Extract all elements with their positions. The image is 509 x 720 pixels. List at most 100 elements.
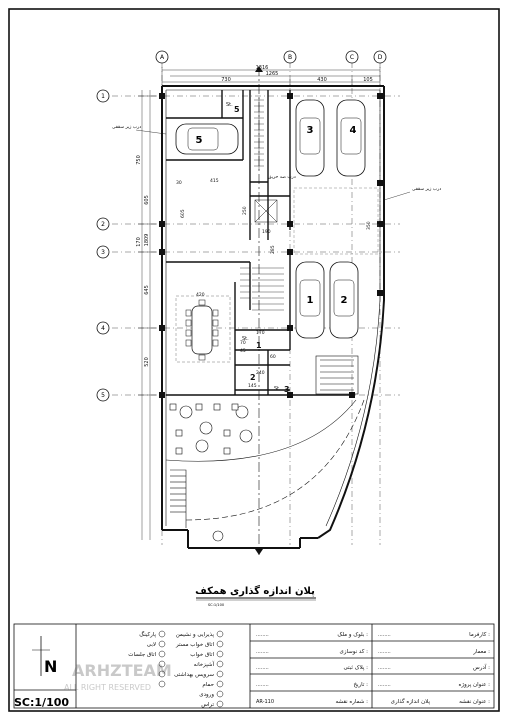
sheet-name: پلان اندازه گذاری — [391, 698, 431, 705]
drawing-title-block: پلان اندازه گذاری همکف SC:1/100 — [195, 584, 316, 607]
car-3: 3 — [295, 99, 325, 177]
grid-row-2: 2 — [101, 221, 105, 228]
meeting-room — [175, 295, 231, 363]
field-right-value-4: ........ — [378, 682, 391, 688]
note-ramp-left: درب زیر سقفی — [112, 125, 141, 130]
dim-room-d: 60 — [270, 354, 276, 360]
outer-walls — [161, 85, 385, 549]
unit-num-5: 5 — [234, 105, 240, 114]
legend-b-8: تراس — [201, 702, 214, 708]
stairs-upper — [254, 98, 264, 170]
grid-row-3: 3 — [101, 249, 105, 256]
dim-wall-c: 350 — [366, 221, 372, 230]
grid-row-4: 4 — [101, 325, 105, 332]
field-right-3: آدرس : — [473, 664, 490, 671]
interior-walls — [166, 90, 352, 396]
north-label: N — [44, 657, 57, 676]
dim-left-h3: 170 — [136, 237, 142, 247]
title-fields-left-values: ........ ........ ........ ........ AR-1… — [256, 632, 274, 705]
dim-left-h4b: 605 — [180, 209, 186, 218]
garage-ramp-zone — [293, 187, 379, 255]
dim-left-h4: 605 — [144, 195, 150, 205]
dim-wall-a: 250 — [242, 206, 248, 215]
dim-tv-w: 420 — [196, 292, 205, 298]
field-left-2: کد نوسازی : — [340, 648, 369, 655]
legend-rooms: پذیرایی و نشیمن اتاق خواب مستر اتاق خواب… — [128, 631, 214, 708]
dim-seg-c: 105 — [363, 77, 373, 83]
top-dimensions: 1316 1265 730 430 105 — [161, 65, 381, 86]
field-right-value-2: ........ — [378, 649, 391, 655]
dim-toilet-w: 145 — [248, 383, 257, 389]
legend-b-7: ورودی — [199, 692, 214, 698]
landscape-planters — [169, 403, 253, 542]
watermark-logo: ARHZTEAM ALL RIGHT RESERVED — [64, 661, 172, 692]
dim-gate: 240 — [256, 370, 265, 376]
field-left-3: پلاک ثبتی : — [343, 664, 368, 671]
legend-a-1: پارکینگ — [139, 631, 156, 638]
car-4: 4 — [336, 99, 366, 177]
field-left-value-4: ........ — [256, 682, 269, 688]
stairs-lower — [240, 267, 284, 311]
dim-left-h2: 1809 — [144, 234, 150, 247]
outer-wall-inner-face — [165, 89, 381, 527]
interior-dimensions: 415 190 250 605 420 285 240 145 170 350 … — [176, 178, 372, 389]
car-2: 2 — [329, 261, 359, 339]
note-ramp-right: درب زیر سقفی — [412, 187, 441, 192]
dim-lobby-w: 415 — [210, 178, 219, 184]
dim-room-c: 45 — [240, 348, 246, 354]
legend-b-5: سرویس بهداشتی — [174, 672, 214, 678]
field-left-1: بلوک و ملک : — [337, 631, 368, 638]
sheet-border — [8, 8, 500, 712]
parking-number-2: 2 — [341, 295, 348, 306]
dim-room-e: 70 — [240, 340, 246, 346]
legend-b-1: پذیرایی و نشیمن — [176, 632, 215, 638]
north-arrow: N — [32, 636, 57, 676]
legend-a-3: اتاق جلسات — [128, 652, 156, 658]
dim-stair-w: 190 — [262, 229, 271, 235]
legend-b-6: حمام — [202, 682, 214, 688]
title-fields-right-values: ........ ........ ........ ........ — [378, 632, 391, 688]
car-5: 5 — [175, 123, 239, 155]
field-right-1: کارفرما : — [469, 631, 490, 638]
parking-number-3: 3 — [307, 125, 314, 136]
elevator-shaft — [254, 199, 278, 223]
watermark-line2: ALL RIGHT RESERVED — [64, 683, 151, 692]
grid-row-5: 5 — [101, 392, 105, 399]
field-right-4: عنوان پروژه : — [459, 682, 491, 688]
legend-b-3: اتاق خواب — [190, 652, 214, 658]
legend-b-2: اتاق خواب مستر — [175, 642, 214, 648]
dim-seg-b: 430 — [317, 77, 327, 83]
field-left-value-3: ........ — [256, 665, 269, 671]
grid-bubbles-rows: 1 2 3 4 5 — [96, 89, 110, 402]
field-right-2: معمار : — [472, 649, 490, 655]
grid-col-b: B — [288, 54, 292, 61]
parking-number-5: 5 — [196, 135, 203, 146]
drawing-title: پلان اندازه گذاری همکف — [195, 584, 315, 597]
dim-overall: 1316 — [256, 65, 269, 71]
field-left-value-1: ........ — [256, 632, 269, 638]
legend-a-2: لابی — [147, 642, 156, 648]
dim-left-h5: 645 — [144, 285, 150, 295]
field-left-5: شماره نقشه : — [335, 699, 368, 705]
car-1: 1 — [295, 261, 325, 339]
watermark-line1: ARHZTEAM — [72, 661, 172, 680]
drawing-scale-sub: SC:1/100 — [208, 603, 225, 607]
st-label-1: St. — [226, 102, 233, 108]
field-right-value-3: ........ — [378, 665, 391, 671]
st-label-3: St. — [274, 386, 281, 392]
left-dimensions: 750 1809 605 170 645 520 — [136, 90, 156, 540]
scale-box: SC:1/100 — [14, 696, 69, 709]
dim-left-h1: 750 — [136, 155, 142, 165]
grid-bubbles-columns: A B C D — [155, 50, 387, 64]
note-fire-door: درب ضد حریق — [268, 175, 296, 180]
unit-num-2: 2 — [250, 373, 256, 382]
sheet-code: AR-110 — [256, 699, 274, 705]
field-left-4: تاریخ : — [353, 682, 368, 688]
sheet-title-block — [13, 623, 495, 709]
field-left-value-2: ........ — [256, 649, 269, 655]
title-fields-left: بلوک و ملک : کد نوسازی : پلاک ثبتی : تار… — [335, 631, 368, 705]
meeting-table — [191, 305, 213, 355]
dim-ramp: 285 — [270, 245, 276, 254]
unit-num-3: 3 — [284, 385, 290, 394]
